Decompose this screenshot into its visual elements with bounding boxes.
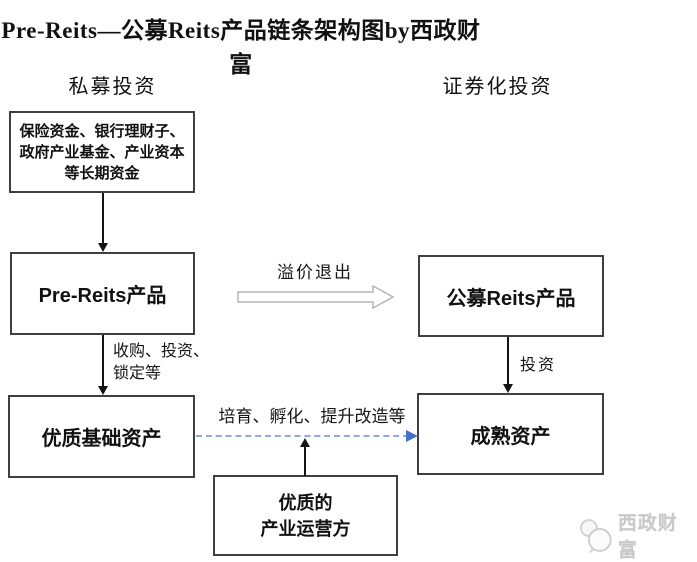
arrow-assets-to-mature-dashed-line [196, 435, 409, 437]
node-longterm-funds-label: 保险资金、银行理财子、政府产业基金、产业资本等长期资金 [19, 122, 185, 182]
label-premium-exit: 溢价退出 [277, 263, 353, 282]
node-pre-reits-product: Pre-Reits产品 [10, 252, 195, 335]
node-industry-operator-label-line1: 优质的 [278, 492, 333, 513]
label-acquire-invest-lock: 收购、投资、 锁定等 [113, 341, 223, 385]
premium-exit-arrow-icon [237, 285, 395, 309]
node-pre-reits-product-label: Pre-Reits产品 [38, 285, 167, 307]
node-industry-operator-label-line2: 产业运营方 [260, 518, 351, 539]
arrow-funds-to-prereits-line [102, 193, 104, 244]
label-invest: 投资 [520, 357, 557, 374]
brand-watermark-label: 西政财富 [617, 513, 678, 561]
arrow-funds-to-prereits-head-icon [98, 243, 108, 252]
node-quality-base-assets: 优质基础资产 [8, 395, 195, 478]
brand-watermark: 西政财富 [578, 508, 697, 562]
diagram-title: Pre-Reits—公募Reits产品链条架构图by西政财富 [1, 18, 481, 77]
arrow-prereits-to-assets-head-icon [98, 386, 108, 395]
node-public-reits-product-label: 公募Reits产品 [446, 287, 576, 310]
wechat-icon [579, 519, 612, 554]
node-public-reits-product: 公募Reits产品 [418, 255, 604, 337]
arrow-operator-up-line [304, 446, 306, 476]
node-mature-assets: 成熟资产 [417, 393, 604, 475]
label-acquire-line2: 锁定等 [113, 365, 162, 382]
arrow-publicreits-to-mature-line [507, 337, 509, 386]
label-cultivate-incubate: 培育、孵化、提升改造等 [218, 407, 406, 426]
node-mature-assets-label: 成熟资产 [470, 425, 551, 448]
node-longterm-funds: 保险资金、银行理财子、政府产业基金、产业资本等长期资金 [9, 111, 195, 193]
column-header-private-investment: 私募投资 [68, 76, 157, 98]
column-header-securitized-investment: 证券化投资 [442, 76, 553, 98]
arrow-publicreits-to-mature-head-icon [503, 384, 513, 393]
arrow-operator-up-head-icon [300, 438, 310, 447]
node-industry-operator: 优质的 产业运营方 [213, 475, 398, 556]
node-quality-base-assets-label: 优质基础资产 [41, 428, 162, 450]
label-acquire-line1: 收购、投资、 [113, 343, 210, 360]
arrow-assets-to-mature-head-icon [406, 430, 418, 442]
arrow-prereits-to-assets-line [102, 335, 104, 388]
